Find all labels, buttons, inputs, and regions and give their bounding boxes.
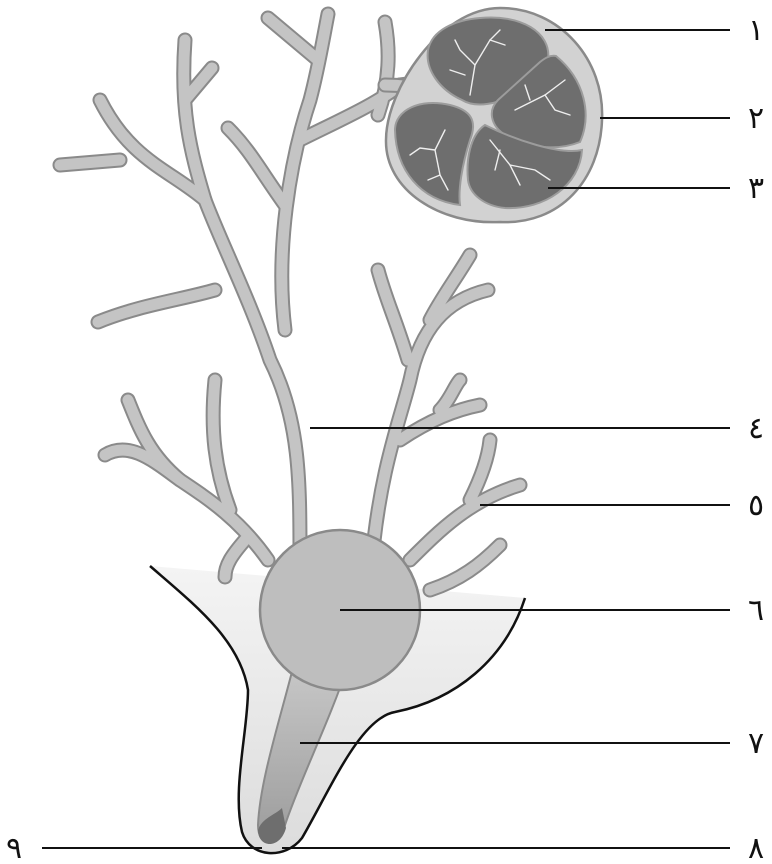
label-6: ٦ [748,593,764,628]
label-8: ٨ [748,831,764,864]
label-3: ٣ [748,171,764,206]
label-4: ٤ [748,411,764,446]
label-5: ٥ [748,488,764,523]
label-2: ٢ [748,101,764,136]
label-9: ٩ [6,831,22,864]
label-7: ٧ [748,726,764,761]
label-1: ١ [748,13,764,48]
cross-section [386,8,602,222]
